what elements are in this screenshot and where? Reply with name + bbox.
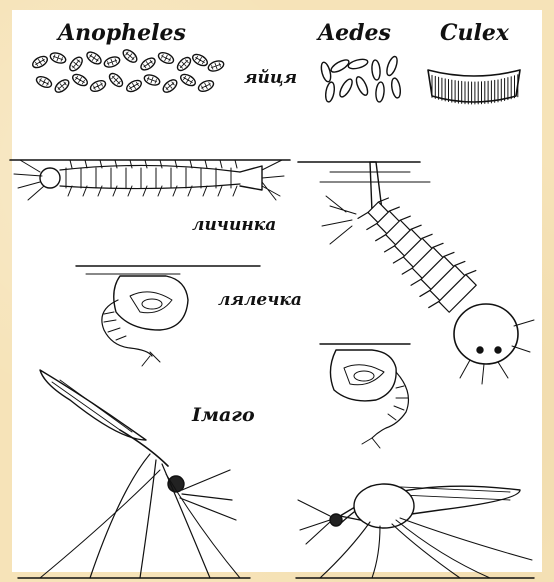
anopheles-eggs [31,47,225,94]
pupa-label: лялечка [218,290,302,310]
aedes-eggs [320,55,402,102]
culex-adult [296,484,534,578]
culex-pupa [320,344,410,448]
culex-label: Culex [440,20,509,46]
imago-label: Імаго [192,404,255,426]
anopheles-pupa [76,266,260,366]
eggs-label: яйця [244,68,297,88]
anopheles-label: Anopheles [58,20,186,46]
culex-larva [298,162,534,384]
aedes-label: Aedes [318,20,391,46]
anopheles-adult [18,370,250,578]
larva-label: личинка [192,215,276,235]
culex-egg-raft [428,70,520,104]
anopheles-larva [10,160,290,200]
